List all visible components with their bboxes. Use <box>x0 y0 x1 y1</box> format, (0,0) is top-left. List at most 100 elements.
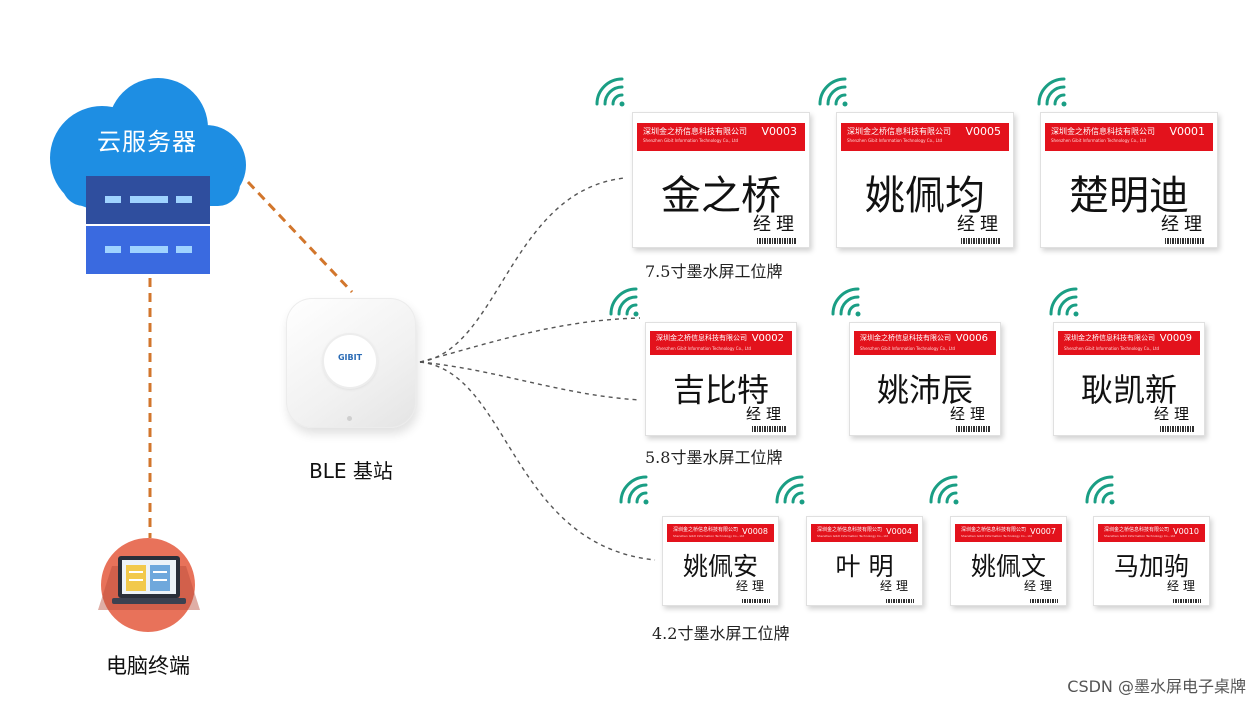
wifi-icon <box>775 475 805 505</box>
barcode-icon <box>742 599 770 603</box>
ble-link-row1 <box>419 177 626 363</box>
badge-company-en: Shenzhen Gibit Information Technology Co… <box>847 138 943 143</box>
badge-header: 深圳金之桥信息科技有限公司 Shenzhen Gibit Information… <box>667 524 774 542</box>
wifi-icon <box>1037 77 1067 107</box>
badge-header: 深圳金之桥信息科技有限公司 Shenzhen Gibit Information… <box>841 123 1009 151</box>
badge-company-en: Shenzhen Gibit Information Technology Co… <box>643 138 739 143</box>
cloud-ble-link <box>246 180 354 294</box>
barcode-icon <box>956 426 990 432</box>
badge-company: 深圳金之桥信息科技有限公司 <box>847 127 951 136</box>
badge-company-en: Shenzhen Gibit Information Technology Co… <box>961 534 1033 538</box>
barcode-icon <box>886 599 914 603</box>
badge: 深圳金之桥信息科技有限公司 Shenzhen Gibit Information… <box>950 516 1067 606</box>
barcode-icon <box>1030 599 1058 603</box>
badge-name: 姚佩均 <box>865 173 985 219</box>
barcode-icon <box>1173 599 1201 603</box>
badge-company-en: Shenzhen Gibit Information Technology Co… <box>1064 346 1160 351</box>
badge-company: 深圳金之桥信息科技有限公司 <box>656 334 747 342</box>
badge-code: V0007 <box>1030 527 1056 536</box>
ble-status-led <box>347 416 352 421</box>
badge-title: 经理 <box>879 579 912 593</box>
badge-title: 经理 <box>1153 405 1194 423</box>
badge-title: 经理 <box>1023 579 1056 593</box>
computer-icon <box>98 538 200 632</box>
wifi-icon <box>1085 475 1115 505</box>
badge: 深圳金之桥信息科技有限公司 Shenzhen Gibit Information… <box>1093 516 1210 606</box>
badge: 深圳金之桥信息科技有限公司 Shenzhen Gibit Information… <box>849 322 1001 436</box>
badge-company-en: Shenzhen Gibit Information Technology Co… <box>673 534 745 538</box>
badge-company: 深圳金之桥信息科技有限公司 <box>860 334 951 342</box>
size-label-7-5: 7.5寸墨水屏工位牌 <box>645 262 783 281</box>
badge-title: 经理 <box>745 405 786 423</box>
cloud-server-label: 云服务器 <box>97 128 197 156</box>
badge-company: 深圳金之桥信息科技有限公司 <box>817 527 883 533</box>
badge: 深圳金之桥信息科技有限公司 Shenzhen Gibit Information… <box>806 516 923 606</box>
badge-header: 深圳金之桥信息科技有限公司 Shenzhen Gibit Information… <box>811 524 918 542</box>
badge-name: 金之桥 <box>661 173 781 219</box>
wifi-icon <box>595 77 625 107</box>
badge-code: V0006 <box>955 333 988 344</box>
badge-name: 叶 明 <box>835 552 894 581</box>
badge-title: 经理 <box>949 405 990 423</box>
badge: 深圳金之桥信息科技有限公司 Shenzhen Gibit Information… <box>836 112 1014 248</box>
size-label-4-2: 4.2寸墨水屏工位牌 <box>652 624 790 643</box>
badge-company-en: Shenzhen Gibit Information Technology Co… <box>1104 534 1176 538</box>
badge-title: 经理 <box>735 579 768 593</box>
badge-name: 楚明迪 <box>1069 173 1189 219</box>
badge-title: 经理 <box>1166 579 1199 593</box>
badge-company-en: Shenzhen Gibit Information Technology Co… <box>817 534 889 538</box>
barcode-icon <box>1165 238 1205 244</box>
wifi-icon <box>818 77 848 107</box>
ble-link-row2a <box>419 317 641 363</box>
barcode-icon <box>757 238 797 244</box>
barcode-icon <box>961 238 1001 244</box>
badge: 深圳金之桥信息科技有限公司 Shenzhen Gibit Information… <box>645 322 797 436</box>
barcode-icon <box>752 426 786 432</box>
badge-header: 深圳金之桥信息科技有限公司 Shenzhen Gibit Information… <box>1045 123 1213 151</box>
badge-company: 深圳金之桥信息科技有限公司 <box>1064 334 1155 342</box>
server-icon <box>86 176 210 274</box>
size-label-5-8: 5.8寸墨水屏工位牌 <box>645 448 783 467</box>
badge-company: 深圳金之桥信息科技有限公司 <box>961 527 1027 533</box>
ble-station-device: GIBIT <box>286 298 416 428</box>
wifi-icon <box>1049 287 1079 317</box>
badge-title: 经理 <box>1161 214 1207 235</box>
badge-header: 深圳金之桥信息科技有限公司 Shenzhen Gibit Information… <box>1058 331 1200 355</box>
badge-header: 深圳金之桥信息科技有限公司 Shenzhen Gibit Information… <box>650 331 792 355</box>
badge-name: 姚沛辰 <box>876 371 973 409</box>
badge-title: 经理 <box>957 214 1003 235</box>
badge-name: 姚佩安 <box>682 552 758 581</box>
badge-company-en: Shenzhen Gibit Information Technology Co… <box>1051 138 1147 143</box>
badge-title: 经理 <box>753 214 799 235</box>
computer-terminal-label: 电脑终端 <box>106 654 190 678</box>
badge-name: 吉比特 <box>672 371 769 409</box>
wifi-icon <box>929 475 959 505</box>
badge: 深圳金之桥信息科技有限公司 Shenzhen Gibit Information… <box>1053 322 1205 436</box>
barcode-icon <box>1160 426 1194 432</box>
badge-company-en: Shenzhen Gibit Information Technology Co… <box>656 346 752 351</box>
badge-name: 马加驹 <box>1113 552 1189 581</box>
badge-code: V0001 <box>1169 125 1205 138</box>
badge-code: V0008 <box>742 527 768 536</box>
wifi-icon <box>831 287 861 317</box>
gibit-logo: GIBIT <box>337 353 363 362</box>
badge-code: V0002 <box>751 333 784 344</box>
watermark: CSDN @墨水屏电子桌牌 <box>1067 677 1246 696</box>
badge-company-en: Shenzhen Gibit Information Technology Co… <box>860 346 956 351</box>
badge-code: V0009 <box>1159 333 1192 344</box>
badge-header: 深圳金之桥信息科技有限公司 Shenzhen Gibit Information… <box>637 123 805 151</box>
badge-header: 深圳金之桥信息科技有限公司 Shenzhen Gibit Information… <box>955 524 1062 542</box>
badge: 深圳金之桥信息科技有限公司 Shenzhen Gibit Information… <box>662 516 779 606</box>
badge-code: V0003 <box>761 125 797 138</box>
badge-code: V0010 <box>1173 527 1199 536</box>
badge-company: 深圳金之桥信息科技有限公司 <box>1051 127 1155 136</box>
badge-company: 深圳金之桥信息科技有限公司 <box>673 527 739 533</box>
ble-link-row2b <box>419 361 641 401</box>
badge-company: 深圳金之桥信息科技有限公司 <box>1104 527 1170 533</box>
ble-link-row3 <box>419 361 656 561</box>
ble-station-label: BLE 基站 <box>309 459 393 483</box>
wifi-icon <box>619 475 649 505</box>
badge-header: 深圳金之桥信息科技有限公司 Shenzhen Gibit Information… <box>854 331 996 355</box>
